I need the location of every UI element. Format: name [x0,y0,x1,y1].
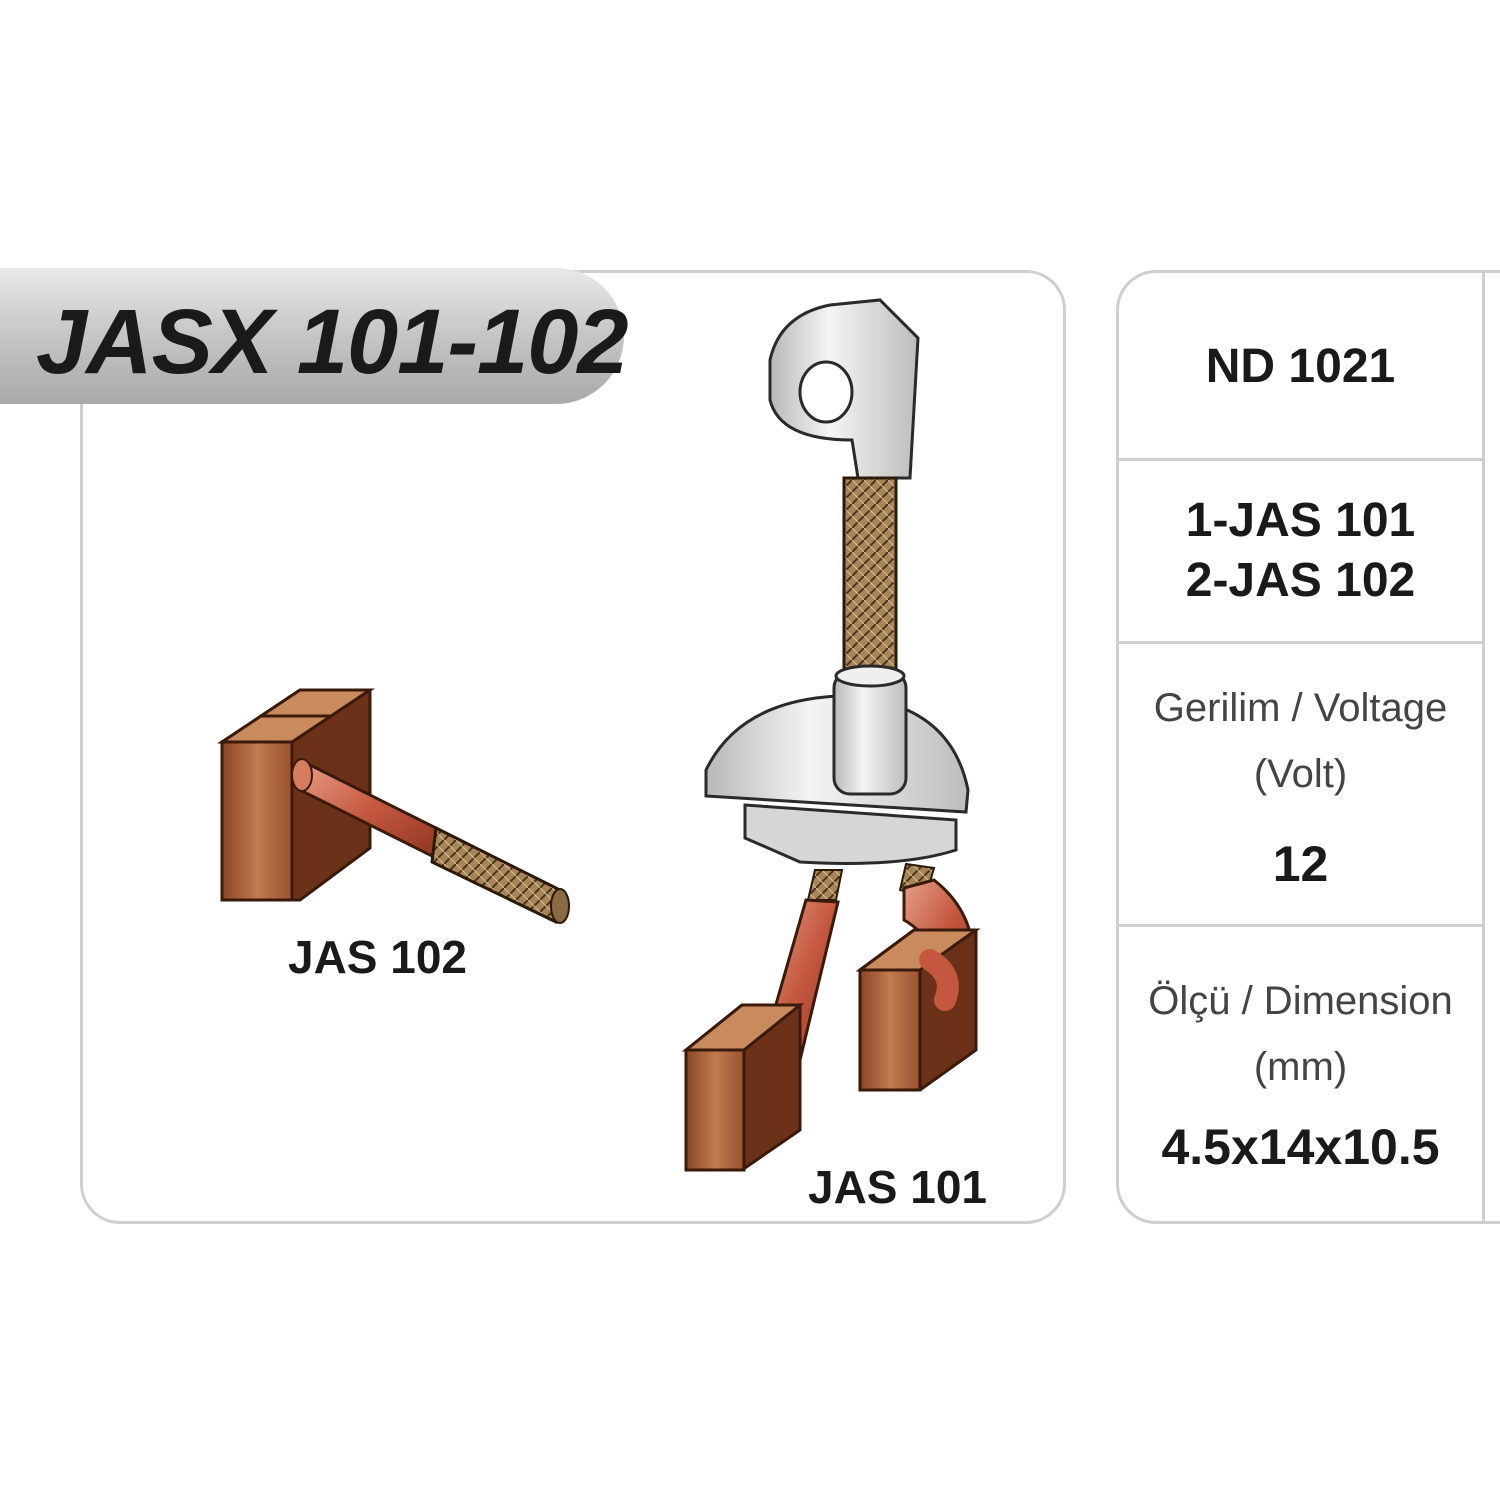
jas-102-brush [217,688,570,925]
dimension-unit: (mm) [1253,1045,1348,1089]
dimension-caption: Ölçü / Dimension [1148,979,1453,1023]
spec-parts-row: 1-JAS 101 2-JAS 102 [1119,461,1482,641]
spec-voltage-row: Gerilim / Voltage (Volt) 12 [1119,644,1482,924]
label-jas-101: JAS 101 [808,1161,988,1213]
spec-reference-row: ND 1021 [1119,275,1482,458]
reference-code: ND 1021 [1205,340,1396,393]
spec-dimension-row: Ölçü / Dimension (mm) 4.5x14x10.5 [1119,927,1482,1217]
dimension-value: 4.5x14x10.5 [1161,1119,1440,1175]
row-divider [1119,924,1482,927]
product-title: JASX 101-102 [36,291,629,393]
voltage-value: 12 [1272,836,1329,892]
spec-panel [1116,270,1500,1224]
row-divider [1119,458,1482,461]
part-item: 1-JAS 101 [1185,494,1416,547]
label-jas-102: JAS 102 [288,931,468,983]
part-item: 2-JAS 102 [1185,554,1416,607]
title-tab [0,268,624,404]
row-divider [1119,641,1482,644]
jas-101-assembly [681,298,981,1172]
spec-table-divider [1482,272,1485,1222]
voltage-unit: (Volt) [1253,752,1348,796]
voltage-caption: Gerilim / Voltage [1153,686,1448,730]
brush-illustration [217,298,981,1172]
